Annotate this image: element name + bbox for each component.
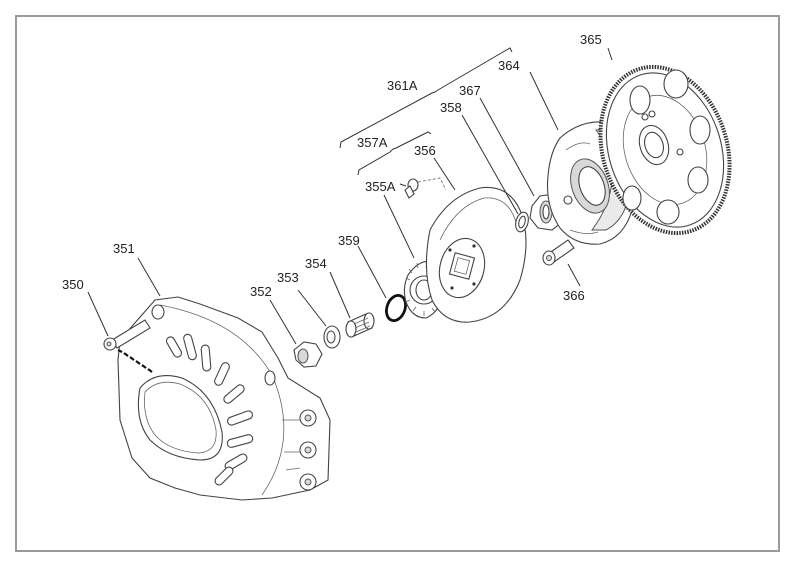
clutch-drum-part-356 (425, 186, 527, 323)
leader-358 (461, 114, 519, 215)
washer-part-358 (515, 211, 529, 233)
clutch-cover-part-351 (117, 296, 331, 501)
callout-366: 366 (563, 288, 585, 303)
callout-labels: 350 351 352 353 354 355A 356 357A 358 35… (62, 32, 602, 303)
leader-364 (529, 71, 559, 131)
callout-356: 356 (414, 143, 436, 158)
leader-355A (383, 194, 415, 259)
nut-part-352 (293, 341, 323, 368)
callout-367: 367 (459, 83, 481, 98)
leader-354 (329, 271, 351, 319)
callout-354: 354 (305, 256, 327, 271)
leader-352 (269, 299, 297, 345)
bracket-357A (357, 131, 432, 176)
washer-part-353 (323, 325, 341, 349)
needle-bearing-part-354 (345, 312, 375, 338)
o-ring-part-359 (385, 294, 407, 322)
callout-359: 359 (338, 233, 360, 248)
callout-352: 352 (250, 284, 272, 299)
callout-364: 364 (498, 58, 520, 73)
leader-351 (137, 257, 161, 297)
leader-lines (87, 47, 613, 345)
callout-357A: 357A (357, 135, 388, 150)
bracket-361A (339, 47, 513, 149)
leader-366 (567, 263, 581, 287)
leader-350 (87, 291, 109, 337)
leader-365 (607, 47, 613, 61)
starter-gear-part-365 (598, 64, 732, 236)
leader-367 (479, 97, 535, 197)
leader-355A-arrow (399, 183, 407, 187)
callout-358: 358 (440, 100, 462, 115)
leader-356 (433, 157, 456, 191)
screw-part-355A (404, 177, 447, 199)
leader-359 (357, 245, 387, 299)
callout-350: 350 (62, 277, 84, 292)
leader-353 (297, 289, 327, 327)
callout-353: 353 (277, 270, 299, 285)
callout-361A: 361A (387, 78, 418, 93)
socket-screw-part-366 (542, 239, 575, 266)
callout-355A: 355A (365, 179, 396, 194)
callout-365: 365 (580, 32, 602, 47)
bolt-part-350 (103, 319, 153, 373)
callout-351: 351 (113, 241, 135, 256)
